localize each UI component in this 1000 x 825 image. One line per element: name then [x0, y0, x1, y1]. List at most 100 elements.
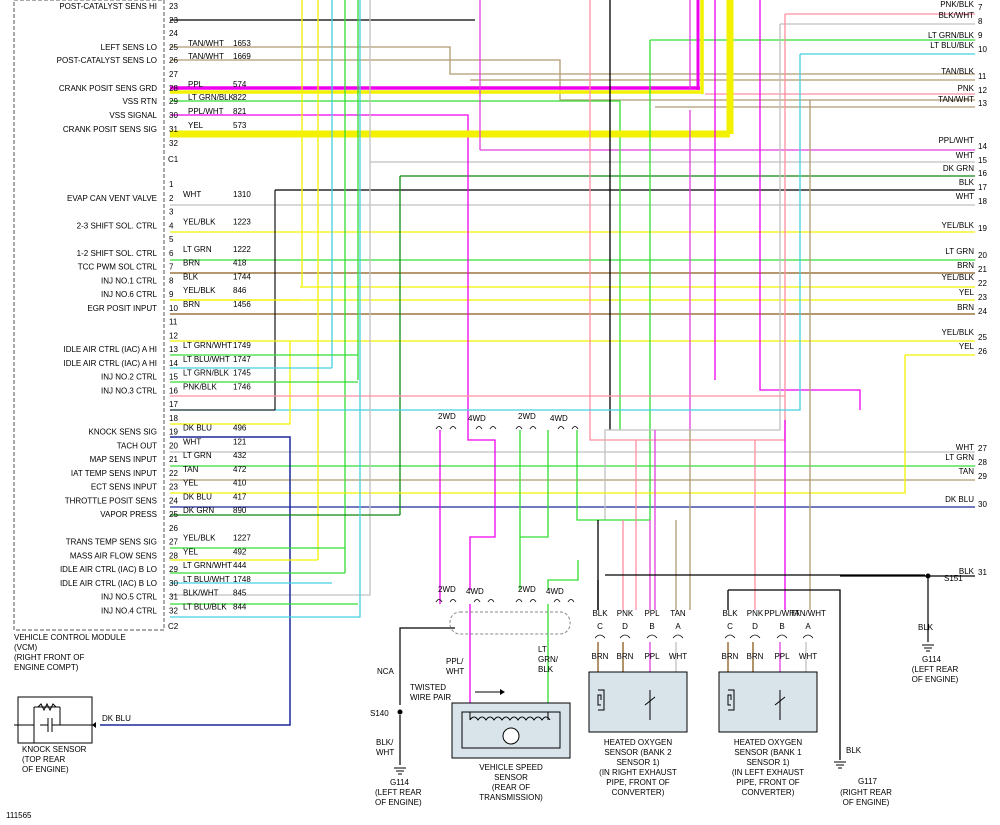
ground-g114-right-symbol: [922, 644, 934, 652]
right-wire-number: 21: [978, 265, 987, 274]
vcm-connector-box: [13, 0, 165, 631]
vcm-c2-pin-number: 1: [169, 180, 174, 189]
hos-bank2-element: [644, 690, 656, 720]
vcm-c2-wire-color: DK BLU: [183, 424, 212, 433]
vcm-c2-func-label: TACH OUT: [117, 441, 157, 450]
vcm-c1-circuit-number: 574: [233, 80, 247, 89]
right-wire-number: 16: [978, 169, 987, 178]
vcm-c1-func-label: VSS RTN: [122, 97, 157, 106]
hos-bank1-top-color: PPL/WHT: [764, 609, 800, 618]
vcm-caption-line: (VCM): [14, 643, 37, 652]
vcm-c2-pin-number: 14: [169, 359, 178, 368]
mid-splice-1-2wd-label: 2WD: [438, 412, 456, 421]
hos-bank2-pin-letter: D: [622, 622, 628, 631]
mid-splice-2-connector: [515, 426, 579, 430]
vcm-c2-pin-number: 18: [169, 414, 178, 423]
vcm-c2-func-label: TRANS TEMP SENS SIG: [66, 538, 157, 547]
vcm-c1-pin-number: 32: [169, 139, 178, 148]
vcm-c2-pin-number: 12: [169, 331, 178, 340]
vcm-c2-circuit-number: 844: [233, 602, 247, 611]
hos-bank1-caption-line: CONVERTER): [742, 788, 795, 797]
hos-bank1-pin-letter: D: [752, 622, 758, 631]
knock-sensor-caption-line: (TOP REAR: [22, 755, 65, 764]
hos-bank1-heater: [727, 689, 735, 711]
vcm-c2-circuit-number: 410: [233, 479, 247, 488]
right-wire-number: 27: [978, 444, 987, 453]
vcm-c2-circuit-number: 1227: [233, 534, 251, 543]
hos-bank1-element: [774, 690, 786, 720]
vcm-c2-pin-number: 10: [169, 304, 178, 313]
mid-splice-1-connector: [435, 426, 497, 430]
vcm-c2-wire-color: BRN: [183, 300, 200, 309]
vcm-c2-circuit-number: 492: [233, 547, 247, 556]
vcm-c2-wire-color: DK GRN: [183, 506, 214, 515]
vcm-c2-pin-number: 28: [169, 551, 178, 560]
right-wire-number: 7: [978, 3, 983, 12]
right-wire-number: 10: [978, 45, 987, 54]
vcm-c2-circuit-number: 418: [233, 259, 247, 268]
vcm-c2-pin-number: 5: [169, 235, 174, 244]
vcm-c2-wire-color: TAN: [183, 465, 199, 474]
hos-bank2-heater: [597, 689, 605, 711]
hos-bank1-bottom-color: PPL: [774, 652, 790, 661]
right-wire-color-label: LT GRN: [945, 247, 974, 256]
vcm-c2-pin-number: 13: [169, 345, 178, 354]
nca-label: NCA: [377, 667, 395, 676]
right-wire-number: 15: [978, 156, 987, 165]
hos-bank1-caption-line: SENSOR 1): [746, 758, 789, 767]
vcm-c2-func-label: INJ NO.2 CTRL: [101, 373, 158, 382]
vcm-c2-func-label: EGR POSIT INPUT: [87, 304, 157, 313]
knock-sensor-wire: [100, 436, 291, 726]
vcm-connector-c1-label: C1: [168, 155, 179, 164]
vcm-c2-wire-color: YEL: [183, 479, 199, 488]
vcm-c2-circuit-number: 1744: [233, 272, 251, 281]
vss-rtn-wire: [170, 100, 621, 430]
twisted-pair-label: WIRE PAIR: [410, 693, 451, 702]
right-wire-number: 18: [978, 197, 987, 206]
hos-bank2-top-color: BLK: [592, 609, 608, 618]
mid-splice-2-2wd-label: 2WD: [518, 412, 536, 421]
vcm-c2-pin-number: 27: [169, 538, 178, 547]
vcm-c2-pin-number: 32: [169, 606, 178, 615]
right-wire-number: 8: [978, 17, 983, 26]
vcm-c2-pin-number: 3: [169, 208, 174, 217]
vcm-c2-pin-number: 11: [169, 318, 178, 327]
knock-sensor-wire-label: DK BLU: [102, 714, 131, 723]
ground-g114-label: G114: [390, 778, 410, 787]
components-layer: [14, 426, 934, 775]
vcm-c2-func-label: MASS AIR FLOW SENS: [70, 551, 157, 560]
hos-bank1-pin-letter: A: [805, 622, 811, 631]
vcm-caption-line: VEHICLE CONTROL MODULE: [14, 633, 126, 642]
right-wire-number: 20: [978, 251, 987, 260]
vcm-c2-wire-color: BLK/WHT: [183, 589, 219, 598]
right-wire-color-label: BLK: [959, 567, 975, 576]
vcm-c2-circuit-number: 1310: [233, 190, 251, 199]
vcm-c1-pin-number: 23: [169, 2, 178, 11]
right-wire-color-label: PNK: [958, 84, 975, 93]
right-wire-color-label: DK GRN: [943, 164, 974, 173]
right-wire-number: 24: [978, 307, 987, 316]
vcm-c2-wire-color: LT BLU/BLK: [183, 602, 227, 611]
c2-ltblublk-wire: [170, 0, 361, 618]
vcm-c2-wire-color: LT GRN: [183, 451, 212, 460]
right-wire-number: 22: [978, 279, 987, 288]
hos-bank2-top-color: PNK: [617, 609, 634, 618]
vcm-c2-wire-color: WHT: [183, 190, 201, 199]
right-wire-color-label: LT BLU/BLK: [930, 41, 974, 50]
right-wire-color-label: YEL/BLK: [942, 221, 975, 230]
hos-bank1-top-color: BLK: [722, 609, 738, 618]
vcm-c2-pin-number: 22: [169, 469, 178, 478]
twisted-pair-label: TWISTED: [410, 683, 446, 692]
right-wire-color-label: BRN: [957, 303, 974, 312]
knock-sensor-resistor: [37, 702, 57, 712]
vcm-c2-circuit-number: 846: [233, 286, 247, 295]
vcm-c2-pin-number: 20: [169, 441, 178, 450]
hos-bank1-top-color: PNK: [747, 609, 764, 618]
vcm-c2-pin-number: 23: [169, 483, 178, 492]
twisted-pair-shield: [449, 611, 571, 635]
vcm-c2-wire-color: YEL/BLK: [183, 217, 216, 226]
right-wire-color-label: TAN: [959, 467, 975, 476]
hos-bank1-bottom-color: WHT: [799, 652, 817, 661]
vcm-c1-pin-number: 30: [169, 111, 178, 120]
